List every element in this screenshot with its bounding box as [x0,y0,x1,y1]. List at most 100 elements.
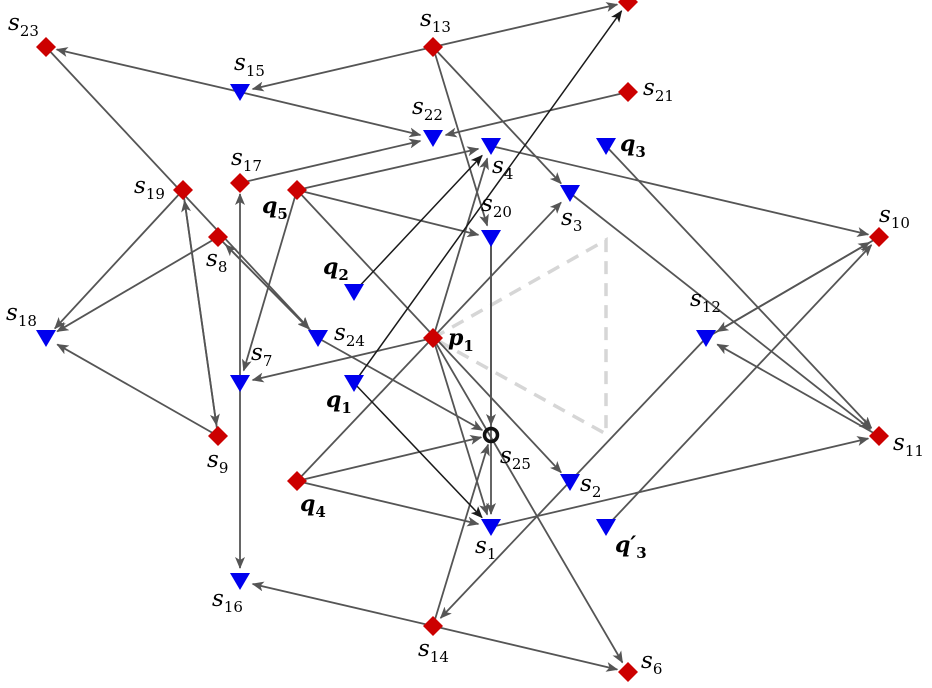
node-q5 [287,180,307,200]
label-s4: s4 [492,153,513,183]
label-q3: q3 [620,131,646,161]
node-q2 [344,284,364,301]
label-s23: s23 [8,10,39,40]
node-q3 [596,138,616,155]
edge-s13-sTop [432,2,619,48]
node-s15 [230,84,250,101]
node-s20 [481,230,501,247]
edge-s13-s20 [432,46,489,227]
edge-q5-s7 [242,189,298,372]
node-s12 [696,330,716,347]
label-q4: q4 [300,491,326,521]
edge-s13-s15 [251,46,434,92]
label-s9: s9 [207,447,228,477]
edge-q4-s25 [296,434,483,482]
node-q3p [596,519,616,536]
label-q2: q2 [323,254,349,284]
label-s14: s14 [418,636,449,666]
label-s7: s7 [251,340,272,370]
label-s12: s12 [690,286,721,316]
node-s16 [230,573,250,590]
label-s10: s10 [879,202,910,232]
label-s1: s1 [475,533,496,563]
edge-s21-s22 [444,91,629,138]
node-p1 [423,328,443,348]
edge-p1-s4 [432,157,489,339]
edge-q5-s2 [296,189,562,474]
node-q1 [344,375,364,392]
edge-s12-s10 [705,241,871,339]
node-s6 [618,662,638,682]
edge-q5-s4 [296,146,480,191]
edge-s8-s18 [56,236,219,333]
node-s23 [36,37,56,57]
edge-s15-s23 [55,47,241,93]
label-s2: s2 [580,471,601,501]
node-s9 [208,426,228,446]
label-s3: s3 [561,205,582,235]
node-s10 [869,227,889,247]
label-s17: s17 [231,145,262,175]
edge-s1-s11 [490,436,870,528]
edge-q3p-s10 [605,244,873,528]
edge-q2-s4 [353,154,483,293]
label-s6: s6 [641,648,662,678]
edge-q1-s1 [353,382,483,519]
label-layer: s1 s2 s3 s4 s6 s7 s8 s9 s10 s11 s12 s13 s14 s15 s16 s17… [6,6,924,678]
label-s21: s21 [643,75,674,105]
node-s11 [869,426,889,446]
edge-q1-sTop [353,10,623,384]
edge-s9-s19 [181,199,219,437]
node-layer [36,0,889,682]
label-s20: s20 [481,191,512,221]
node-s17 [230,173,250,193]
edge-s3-s11 [569,192,872,430]
edge-s17-s22 [239,138,422,184]
node-s4 [481,138,501,155]
node-s18 [36,330,56,347]
edge-s4-s10 [490,145,870,237]
node-s1 [481,519,501,536]
edge-p1-s7 [251,337,434,383]
label-s16: s16 [212,586,243,616]
edge-p1-s1 [432,337,489,516]
node-s25 [482,426,500,444]
node-s22 [423,130,443,147]
label-s22: s22 [412,94,443,124]
node-q4 [287,471,307,491]
label-s25: s25 [500,443,531,473]
label-q5: q5 [262,193,288,223]
label-p1: p1 [448,325,474,355]
node-s7 [230,375,250,392]
edge-s9-s18 [56,343,219,437]
label-s11: s11 [893,430,924,460]
edge-q3-s11 [605,145,873,429]
node-sTop [618,0,638,12]
guide-triangle [429,236,608,437]
edge-s11-s12 [716,343,880,437]
node-s19 [173,180,193,200]
label-s18: s18 [6,300,37,330]
label-q1: q1 [326,387,352,417]
label-s15: s15 [234,50,265,80]
edge-s13-s3 [432,46,562,185]
node-s2 [560,474,580,491]
edge-s19-s18 [54,189,184,330]
edge-q5-s20 [296,189,480,238]
node-s14 [423,616,443,636]
node-s21 [618,82,638,102]
label-s24: s24 [334,320,365,350]
edge-s15-s22 [239,91,422,138]
label-s8: s8 [206,246,227,276]
edge-s24-s8 [225,244,319,339]
label-s13: s13 [420,6,451,36]
edge-s14-s16 [251,581,434,627]
edge-q4-s1 [296,480,480,527]
edge-s24-s25 [317,337,484,431]
label-s19: s19 [134,173,165,203]
node-s24 [308,330,328,347]
edge-s14-s25 [432,443,490,627]
guide-triangle-outline [429,236,608,437]
edge-layer [45,2,880,672]
